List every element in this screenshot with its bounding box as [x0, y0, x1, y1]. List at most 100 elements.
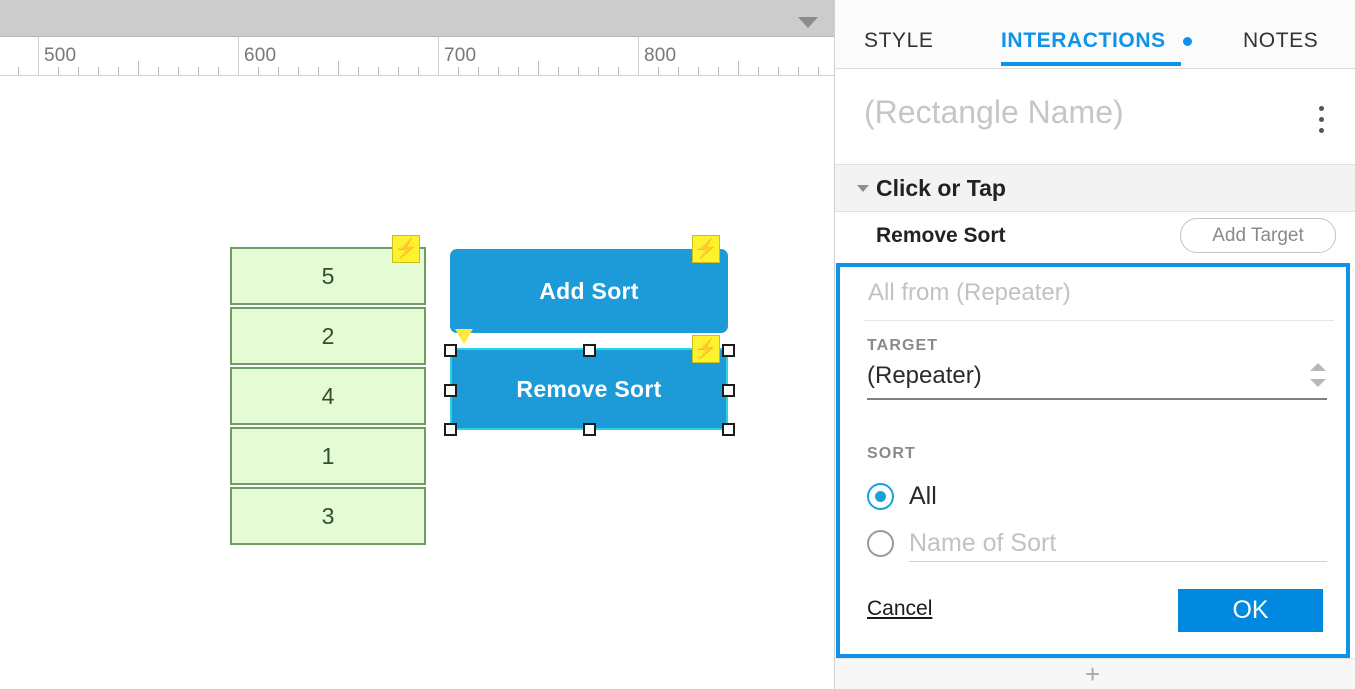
widget-name-row: (Rectangle Name)	[835, 70, 1355, 164]
kebab-menu-icon[interactable]	[1319, 106, 1325, 134]
action-row: Remove Sort Add Target	[835, 213, 1355, 263]
caret-down-icon[interactable]	[857, 185, 869, 192]
lightning-bolt-icon[interactable]: ⚡	[692, 235, 720, 263]
ruler-major-tick	[38, 36, 39, 75]
ruler-label: 500	[44, 45, 77, 66]
sort-name-underline	[909, 561, 1327, 562]
ruler-minor-tick	[618, 67, 619, 75]
ruler-major-tick	[638, 36, 639, 75]
repeater-row[interactable]: 4	[230, 367, 426, 425]
repeater-row[interactable]: 2	[230, 307, 426, 365]
bolt-glyph: ⚡	[394, 238, 418, 260]
ruler-minor-tick	[698, 67, 699, 75]
action-config-dialog: All from (Repeater) TARGET (Repeater) SO…	[836, 263, 1350, 658]
repeater-widget[interactable]: 5 2 4 1 3	[230, 247, 428, 548]
ruler-baseline	[0, 75, 834, 76]
canvas-surface[interactable]: 5 2 4 1 3 Add Sort Remove Sort ⚡	[0, 76, 834, 689]
tab-style[interactable]: STYLE	[864, 29, 934, 52]
ruler-minor-tick	[78, 67, 79, 75]
ruler-minor-tick	[738, 61, 739, 75]
ruler-minor-tick	[258, 67, 259, 75]
tab-notes[interactable]: NOTES	[1243, 29, 1319, 52]
target-field-underline	[867, 398, 1327, 400]
action-title: Remove Sort	[876, 224, 1006, 247]
inspector-panel: STYLE INTERACTIONS NOTES (Rectangle Name…	[834, 0, 1355, 689]
target-field-label: TARGET	[867, 337, 939, 354]
sort-name-input[interactable]: Name of Sort	[909, 529, 1057, 557]
sort-option-all-label: All	[909, 482, 937, 510]
ruler-minor-tick	[558, 67, 559, 75]
panel-footer: +	[835, 658, 1355, 689]
ruler-minor-tick	[318, 67, 319, 75]
ruler-minor-tick	[158, 67, 159, 75]
horizontal-ruler[interactable]: 500 600 700 800	[0, 36, 834, 76]
bolt-glyph: ⚡	[694, 238, 718, 260]
repeater-row[interactable]: 3	[230, 487, 426, 545]
ruler-minor-tick	[458, 67, 459, 75]
bolt-glyph: ⚡	[694, 338, 718, 360]
ruler-minor-tick	[718, 67, 719, 75]
ruler-minor-tick	[18, 67, 19, 75]
active-tab-underline	[1001, 62, 1181, 66]
resize-handle-bottom-right[interactable]	[722, 423, 735, 436]
ruler-minor-tick	[798, 67, 799, 75]
lightning-bolt-icon[interactable]: ⚡	[692, 335, 720, 363]
add-target-button[interactable]: Add Target	[1180, 218, 1336, 253]
sort-field-label: SORT	[867, 445, 916, 462]
ruler-minor-tick	[358, 67, 359, 75]
ruler-minor-tick	[818, 67, 819, 75]
remove-sort-button[interactable]: Remove Sort	[450, 348, 728, 430]
add-event-button[interactable]: +	[1085, 659, 1101, 689]
design-canvas-area: 500 600 700 800 5 2 4 1 3 Add Sort Remove S…	[0, 0, 834, 689]
repeater-cell-value: 1	[321, 442, 335, 469]
selection-origin-marker	[455, 329, 473, 344]
ok-button[interactable]: OK	[1178, 589, 1323, 632]
ruler-minor-tick	[138, 61, 139, 75]
ruler-minor-tick	[298, 67, 299, 75]
ruler-minor-tick	[378, 67, 379, 75]
radio-button-named[interactable]	[867, 530, 894, 557]
widget-name-input[interactable]: (Rectangle Name)	[864, 94, 1124, 130]
ruler-minor-tick	[538, 61, 539, 75]
resize-handle-bottom-center[interactable]	[583, 423, 596, 436]
dialog-heading: All from (Repeater)	[868, 279, 1071, 306]
ruler-minor-tick	[218, 67, 219, 75]
repeater-row[interactable]: 1	[230, 427, 426, 485]
ruler-minor-tick	[58, 67, 59, 75]
ruler-label: 800	[644, 45, 677, 66]
ruler-minor-tick	[758, 67, 759, 75]
ruler-label: 600	[244, 45, 277, 66]
repeater-row[interactable]: 5	[230, 247, 426, 305]
ruler-minor-tick	[658, 67, 659, 75]
resize-handle-top-right[interactable]	[722, 344, 735, 357]
remove-sort-label: Remove Sort	[516, 375, 662, 402]
ruler-label: 700	[444, 45, 477, 66]
ruler-minor-tick	[478, 67, 479, 75]
sort-option-named[interactable]: Name of Sort	[867, 529, 1056, 558]
ruler-minor-tick	[578, 67, 579, 75]
inspector-tabs: STYLE INTERACTIONS NOTES	[835, 0, 1355, 69]
ruler-minor-tick	[418, 67, 419, 75]
resize-handle-top-left[interactable]	[444, 344, 457, 357]
tab-interactions[interactable]: INTERACTIONS	[1001, 29, 1166, 52]
cancel-button[interactable]: Cancel	[867, 597, 933, 620]
ruler-minor-tick	[198, 67, 199, 75]
ruler-minor-tick	[598, 67, 599, 75]
stepper-updown-icon[interactable]	[1310, 361, 1330, 397]
resize-handle-middle-left[interactable]	[444, 384, 457, 397]
target-select[interactable]: (Repeater)	[867, 362, 982, 389]
canvas-toolbar	[0, 0, 834, 37]
sort-option-all[interactable]: All	[867, 482, 937, 511]
event-header[interactable]: Click or Tap	[835, 164, 1355, 212]
resize-handle-bottom-left[interactable]	[444, 423, 457, 436]
radio-button-all[interactable]	[867, 483, 894, 510]
resize-handle-middle-right[interactable]	[722, 384, 735, 397]
add-sort-button[interactable]: Add Sort	[450, 249, 728, 333]
lightning-bolt-icon[interactable]: ⚡	[392, 235, 420, 263]
ruler-minor-tick	[178, 67, 179, 75]
ruler-minor-tick	[118, 67, 119, 75]
chevron-down-icon[interactable]	[795, 13, 821, 31]
ruler-minor-tick	[498, 67, 499, 75]
resize-handle-top-center[interactable]	[583, 344, 596, 357]
